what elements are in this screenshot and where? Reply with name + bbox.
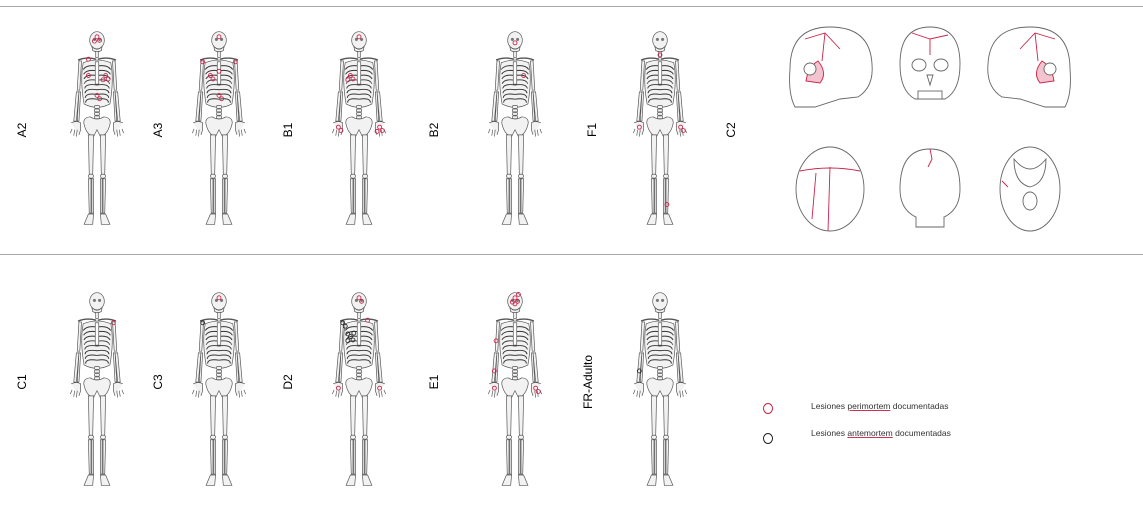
skeleton-drawing <box>54 8 140 248</box>
skeleton-D2 <box>316 258 402 520</box>
skeleton-B1 <box>316 8 402 248</box>
crania-views-C2 <box>780 14 1080 246</box>
panel-label-A3: A3 <box>150 90 166 170</box>
panel-label-FR-Adulto: FR-Adulto <box>580 342 596 422</box>
panel-label-F1: F1 <box>584 90 600 170</box>
panel-label-B1: B1 <box>280 90 296 170</box>
legend-perimortem-text: Lesiones perimortem documentadas <box>811 401 949 411</box>
skeleton-F1 <box>617 8 703 248</box>
inferior-cranium-view <box>1000 147 1060 231</box>
skeleton-A3 <box>176 8 262 248</box>
skeleton-C3 <box>176 258 262 520</box>
lateral-right-cranium-view <box>790 27 873 107</box>
perimortem-lesion-marker <box>380 129 384 133</box>
skeleton-drawing <box>617 8 703 248</box>
panel-label-C2: C2 <box>723 90 739 170</box>
skeleton-drawing <box>54 258 140 520</box>
top-border <box>0 6 1143 7</box>
panel-label-D2: D2 <box>280 342 296 422</box>
panel-label-C3: C3 <box>150 342 166 422</box>
skeleton-drawing <box>176 8 262 248</box>
legend-antemortem-text: Lesiones antemortem documentadas <box>811 428 951 438</box>
anterior-cranium-view <box>900 27 960 99</box>
skeleton-drawing <box>176 258 262 520</box>
skeleton-drawing <box>316 258 402 520</box>
perimortem-lesion-marker <box>536 390 540 394</box>
panel-label-B2: B2 <box>426 90 442 170</box>
skeleton-drawing <box>472 8 558 248</box>
skeleton-B2 <box>472 8 558 248</box>
panel-label-A2: A2 <box>14 90 30 170</box>
posterior-cranium-view <box>900 149 960 227</box>
skeleton-C1 <box>54 258 140 520</box>
legend-antemortem-symbol <box>763 433 773 444</box>
panel-label-E1: E1 <box>426 342 442 422</box>
skeleton-A2 <box>54 8 140 248</box>
skeleton-drawing <box>316 8 402 248</box>
legend-perimortem-symbol <box>763 403 773 414</box>
skeleton-drawing <box>472 258 558 520</box>
superior-cranium-view <box>796 147 864 231</box>
lateral-left-cranium-view <box>988 27 1071 107</box>
panel-label-C1: C1 <box>14 342 30 422</box>
skeleton-FR-Adulto <box>617 258 703 520</box>
skeleton-drawing <box>617 258 703 520</box>
perimortem-lesion-marker <box>681 129 685 133</box>
row-divider <box>0 254 1143 255</box>
skeleton-E1 <box>472 258 558 520</box>
